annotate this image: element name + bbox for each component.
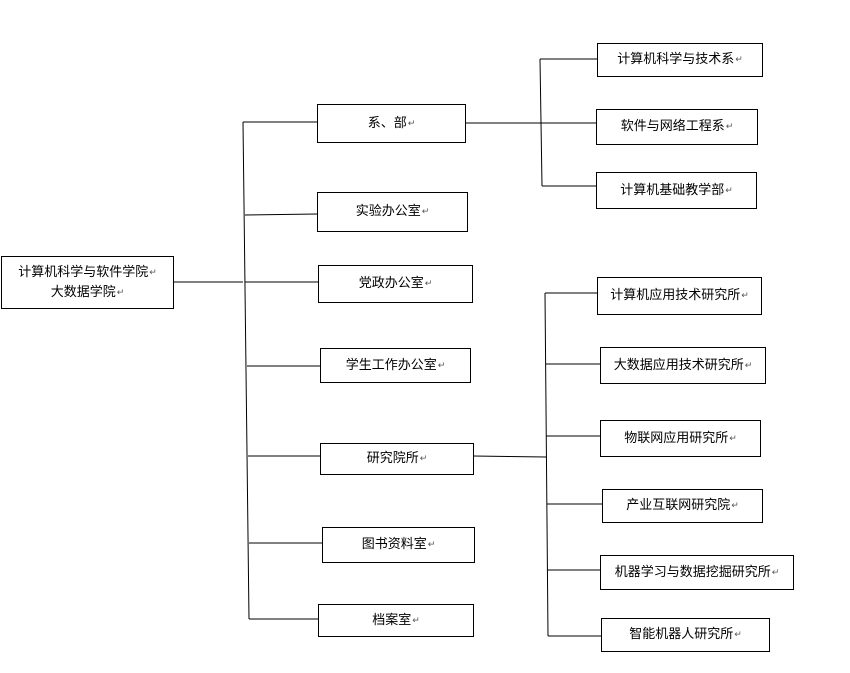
- paragraph-mark-icon: ↵: [735, 55, 743, 65]
- connector-institutes-trunk: [544, 292, 549, 637]
- node-label: 大数据应用技术研究所: [613, 357, 744, 373]
- node-party-office: 党政办公室↵: [318, 265, 473, 303]
- paragraph-mark-icon: ↵: [744, 360, 753, 371]
- paragraph-mark-icon: ↵: [725, 185, 733, 196]
- root-title-line1: 计算机科学与软件学院: [18, 264, 149, 280]
- paragraph-mark-icon: ↵: [437, 360, 446, 371]
- node-label: 软件与网络工程系: [620, 119, 725, 134]
- paragraph-mark-icon: ↵: [419, 454, 428, 464]
- paragraph-mark-icon: ↵: [741, 291, 749, 301]
- node-student-office: 学生工作办公室↵: [320, 348, 471, 383]
- node-label: 研究院所: [366, 451, 419, 466]
- node-archives: 档案室↵: [318, 604, 474, 637]
- node-label: 档案室: [372, 612, 412, 628]
- paragraph-mark-icon: ↵: [116, 287, 125, 298]
- node-label: 计算机科学与技术系: [617, 52, 735, 67]
- paragraph-mark-icon: ↵: [771, 567, 780, 578]
- node-inst-iot: 物联网应用研究所↵: [600, 420, 761, 457]
- paragraph-mark-icon: ↵: [149, 267, 157, 278]
- node-inst-ml: 机器学习与数据挖掘研究所↵: [600, 555, 794, 590]
- paragraph-mark-icon: ↵: [734, 630, 742, 640]
- node-label: 学生工作办公室: [345, 357, 437, 373]
- node-label: 智能机器人研究所: [629, 627, 734, 642]
- node-label: 实验办公室: [355, 204, 421, 219]
- node-label: 产业互联网研究院: [626, 498, 731, 513]
- paragraph-mark-icon: ↵: [725, 122, 734, 132]
- node-dept-se: 软件与网络工程系↵: [596, 109, 758, 145]
- paragraph-mark-icon: ↵: [729, 433, 737, 444]
- node-inst-app-tech: 计算机应用技术研究所↵: [597, 277, 762, 315]
- node-library: 图书资料室↵: [322, 527, 475, 563]
- node-label: 系、部: [367, 115, 407, 131]
- node-label: 物联网应用研究所: [624, 430, 729, 446]
- node-label: 图书资料室: [361, 537, 427, 552]
- paragraph-mark-icon: ↵: [412, 615, 420, 626]
- node-dept-cs: 计算机科学与技术系↵: [597, 43, 763, 77]
- node-label: 计算机应用技术研究所: [610, 288, 741, 303]
- node-label: 机器学习与数据挖掘研究所: [614, 564, 771, 580]
- node-lab-office: 实验办公室↵: [317, 192, 468, 232]
- connector-institutes-out: [472, 455, 547, 458]
- connector-lab-office: [244, 213, 318, 216]
- paragraph-mark-icon: ↵: [427, 540, 436, 550]
- node-label: 党政办公室: [358, 276, 424, 291]
- node-institutes: 研究院所↵: [320, 443, 474, 475]
- paragraph-mark-icon: ↵: [424, 279, 433, 289]
- connector-trunk: [242, 121, 250, 620]
- node-label: 计算机基础教学部: [620, 182, 725, 198]
- node-inst-robot: 智能机器人研究所↵: [601, 618, 770, 652]
- root-title-line2: 大数据学院: [50, 284, 116, 300]
- node-inst-internet: 产业互联网研究院↵: [602, 489, 763, 523]
- paragraph-mark-icon: ↵: [421, 207, 430, 217]
- paragraph-mark-icon: ↵: [407, 118, 416, 129]
- node-inst-bigdata: 大数据应用技术研究所↵: [600, 347, 766, 384]
- paragraph-mark-icon: ↵: [731, 501, 739, 511]
- node-departments: 系、部↵: [317, 104, 466, 143]
- root-node: 计算机科学与软件学院↵ 大数据学院↵: [1, 256, 174, 309]
- node-dept-basic: 计算机基础教学部↵: [596, 172, 757, 209]
